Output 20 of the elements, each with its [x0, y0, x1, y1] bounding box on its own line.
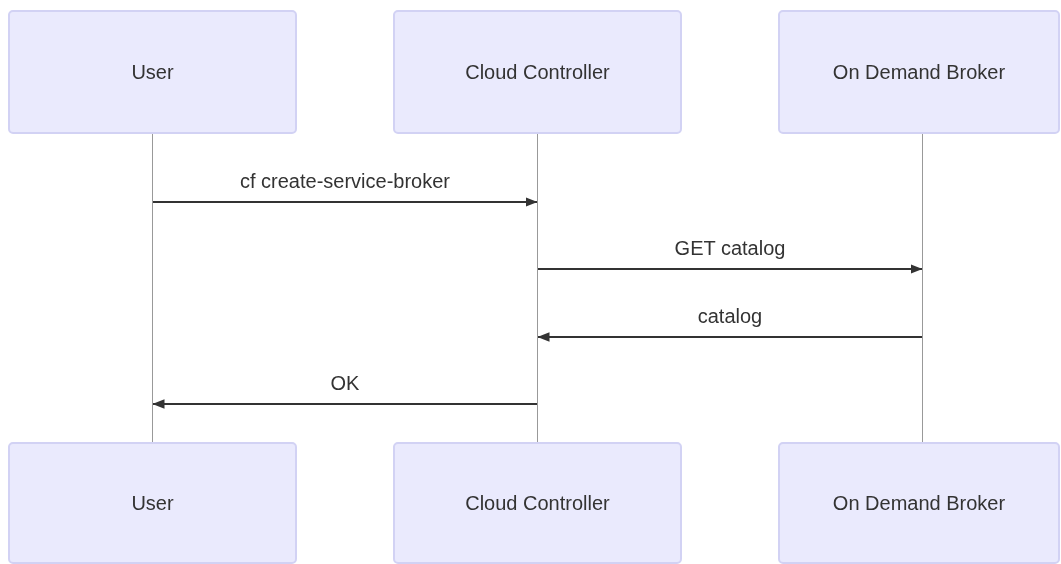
lifeline	[922, 134, 923, 442]
lifeline	[152, 134, 153, 442]
participant-box	[8, 442, 297, 564]
participant-box	[393, 10, 682, 134]
message-arrow	[536, 332, 924, 342]
participant-name: User	[131, 60, 174, 84]
participant-name: On Demand Broker	[832, 60, 1006, 84]
lifeline	[537, 134, 538, 442]
message-arrow	[151, 399, 539, 409]
message-arrow	[151, 197, 539, 207]
edge-label: GET catalog	[672, 237, 788, 259]
participant-name: On Demand Broker	[832, 491, 1006, 515]
participant-box	[8, 10, 297, 134]
participant-name: Cloud Controller	[465, 60, 610, 84]
participant-name: User	[131, 491, 174, 515]
participant-box	[393, 442, 682, 564]
participant-box	[778, 10, 1060, 134]
message-arrow	[536, 264, 924, 274]
participant-box	[778, 442, 1060, 564]
participant-name: Cloud Controller	[465, 491, 610, 515]
